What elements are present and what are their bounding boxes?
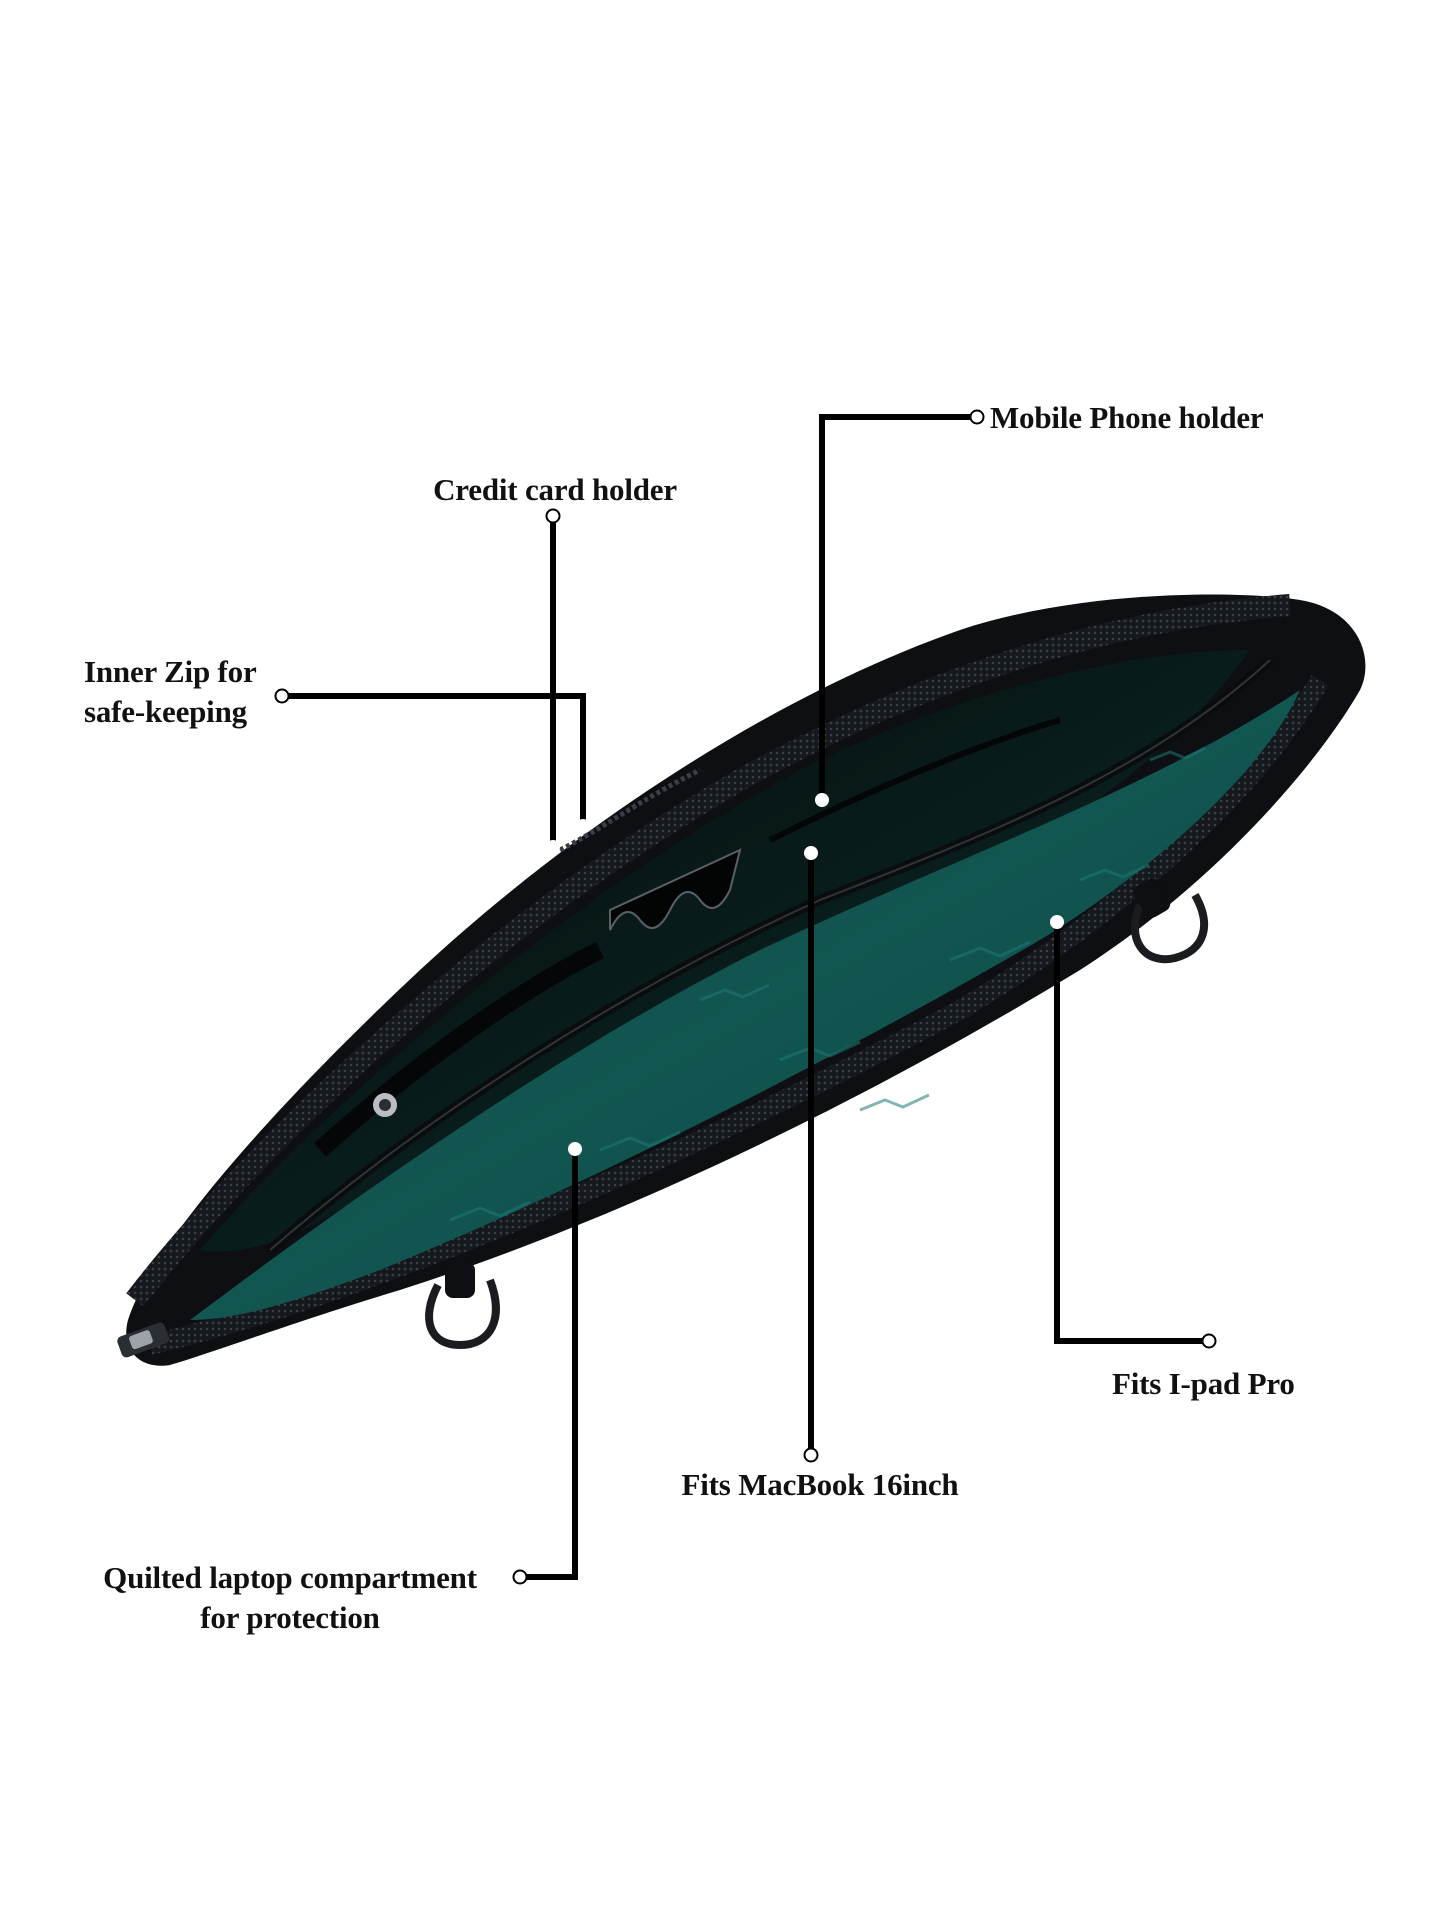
callout-text: Credit card holder xyxy=(433,472,677,507)
callout-text: Inner Zip for xyxy=(84,654,257,689)
callout-text: Fits I-pad Pro xyxy=(1112,1366,1295,1401)
callout-fits-ipad-pro: Fits I-pad Pro xyxy=(1112,1364,1295,1404)
callout-quilted-laptop-compartment: Quilted laptop compartment for protectio… xyxy=(84,1558,496,1638)
card-slots xyxy=(609,848,742,931)
callout-inner-zip: Inner Zip for safe-keeping xyxy=(84,652,257,732)
callout-mobile-phone-holder: Mobile Phone holder xyxy=(990,398,1264,438)
callout-text: safe-keeping xyxy=(84,694,247,729)
zipper-pull xyxy=(117,1322,170,1358)
callout-text: Fits MacBook 16inch xyxy=(681,1467,959,1502)
d-ring-left xyxy=(425,1278,500,1350)
callout-text: Quilted laptop compartment xyxy=(103,1560,477,1595)
callout-credit-card-holder: Credit card holder xyxy=(420,470,690,510)
bag-front-compartment xyxy=(190,690,1300,1320)
callout-fits-macbook: Fits MacBook 16inch xyxy=(660,1465,980,1505)
callout-text: for protection xyxy=(200,1600,380,1635)
callout-text: Mobile Phone holder xyxy=(990,400,1264,435)
